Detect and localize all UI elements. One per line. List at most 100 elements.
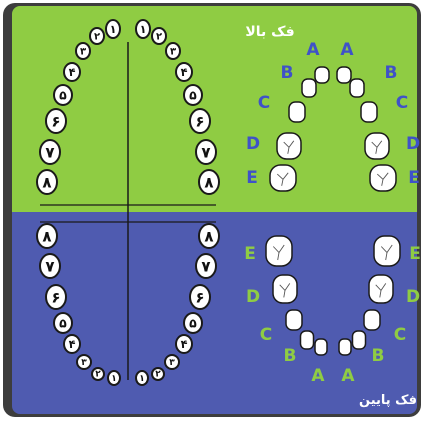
lower-right-tooth-2-number: ۲ [155,370,161,380]
upper-letter-right-2: C [396,93,408,113]
lower-left-tooth-3: ۳ [77,355,91,369]
upper-right-tooth-4-number: ۴ [181,66,188,79]
upper-primary-left-C [289,102,305,122]
upper-primary-right-D-shape [365,133,389,159]
upper-right-tooth-6-number: ۶ [195,112,204,130]
lower-letter-right-4: E [409,244,421,264]
lower-right-tooth-4-number: ۴ [181,338,188,351]
upper-left-tooth-5-number: ۵ [59,88,67,103]
lower-right-tooth-6: ۶ [190,285,210,309]
lower-letter-left-0: A [311,366,325,386]
upper-right-tooth-5: ۵ [184,85,202,105]
lower-primary-right-D [369,275,393,303]
upper-right-tooth-5-number: ۵ [189,88,197,103]
lower-primary-arch [266,236,400,355]
lower-primary-left-D-shape [273,275,297,303]
upper-left-tooth-2-number: ۲ [94,32,100,43]
lower-primary-left-B [301,331,314,349]
lower-left-tooth-6: ۶ [46,285,66,309]
lower-left-tooth-6-number: ۶ [51,288,60,306]
upper-jaw-title: فک بالا [245,24,294,40]
lower-primary-left-C [286,310,302,330]
lower-primary-left-B-shape [301,331,314,349]
upper-letter-left-0: A [306,40,320,60]
upper-left-tooth-8-number: ۸ [42,173,51,191]
upper-right-tooth-3-number: ۳ [170,47,176,58]
upper-left-tooth-1: ۱ [106,20,120,38]
lower-right-tooth-3-number: ۳ [169,358,175,368]
upper-right-tooth-7: ۷ [196,140,216,164]
lower-right-tooth-7: ۷ [196,254,216,278]
upper-right-tooth-2: ۲ [152,28,166,44]
lower-letter-right-1: B [372,346,385,366]
lower-primary-left-E-shape [266,236,292,266]
upper-primary-left-A [315,67,329,83]
upper-left-tooth-7: ۷ [40,140,60,164]
lower-letter-left-1: B [284,346,297,366]
lower-primary-right-B-shape [353,331,366,349]
lower-primary-right-A-shape [339,339,351,355]
upper-primary-left-D-shape [277,133,301,159]
upper-primary-left-B-shape [302,79,316,97]
upper-primary-left-B [302,79,316,97]
lower-right-tooth-4: ۴ [176,335,192,353]
upper-primary-left-E [270,165,296,191]
lower-left-tooth-2-number: ۲ [95,370,101,380]
lower-left-tooth-8: ۸ [37,224,57,248]
lower-right-tooth-5: ۵ [184,313,202,333]
lower-left-tooth-1: ۱ [108,371,120,385]
lower-primary-left-A [315,339,327,355]
upper-left-tooth-6-number: ۶ [51,112,60,130]
upper-left-tooth-5: ۵ [54,85,72,105]
lower-primary-left-E [266,236,292,266]
lower-left-tooth-3-number: ۳ [81,358,87,368]
lower-left-tooth-8-number: ۸ [42,227,51,245]
upper-primary-right-E-shape [370,165,396,191]
upper-left-tooth-8: ۸ [37,170,57,194]
upper-right-tooth-8-number: ۸ [204,173,213,191]
upper-primary-right-B-shape [350,79,364,97]
upper-primary-right-A [337,67,351,83]
upper-letter-left-1: B [281,63,294,83]
upper-letter-right-3: D [406,134,420,154]
lower-right-tooth-8: ۸ [199,224,219,248]
upper-primary-left-D [277,133,301,159]
lower-right-tooth-8-number: ۸ [204,227,213,245]
upper-primary-left-C-shape [289,102,305,122]
upper-right-tooth-1: ۱ [136,20,150,38]
upper-primary-right-C-shape [361,102,377,122]
lower-right-tooth-3: ۳ [165,355,179,369]
lower-letter-left-2: C [260,325,272,345]
lower-jaw-title: فک پایین [359,393,417,408]
lower-letter-right-0: A [341,366,355,386]
lower-primary-left-C-shape [286,310,302,330]
upper-letter-right-0: A [340,40,354,60]
upper-primary-right-E [370,165,396,191]
lower-letter-right-2: C [394,325,406,345]
upper-left-tooth-3: ۳ [76,43,90,59]
upper-primary-right-D [365,133,389,159]
lower-primary-right-C-shape [364,310,380,330]
upper-letter-left-2: C [258,93,270,113]
lower-primary-left-A-shape [315,339,327,355]
lower-letter-right-3: D [406,287,420,307]
lower-primary-right-A [339,339,351,355]
lower-left-tooth-4: ۴ [64,335,80,353]
lower-left-tooth-5: ۵ [54,313,72,333]
upper-primary-left-A-shape [315,67,329,83]
upper-letter-right-4: E [408,168,420,188]
primary-tooth-letters: ABCDEABCDEABCDEABCDE [244,40,421,386]
upper-primary-left-E-shape [270,165,296,191]
upper-right-tooth-3: ۳ [166,43,180,59]
upper-right-tooth-2-number: ۲ [156,32,162,43]
lower-letter-left-4: E [244,244,256,264]
upper-letter-left-4: E [246,168,258,188]
upper-left-tooth-7-number: ۷ [45,143,54,161]
upper-primary-arch [270,67,396,191]
lower-right-tooth-6-number: ۶ [195,288,204,306]
lower-left-tooth-1-number: ۱ [111,374,117,384]
lower-primary-right-E-shape [374,236,400,266]
upper-right-tooth-8: ۸ [199,170,219,194]
lower-right-tooth-5-number: ۵ [189,316,197,331]
